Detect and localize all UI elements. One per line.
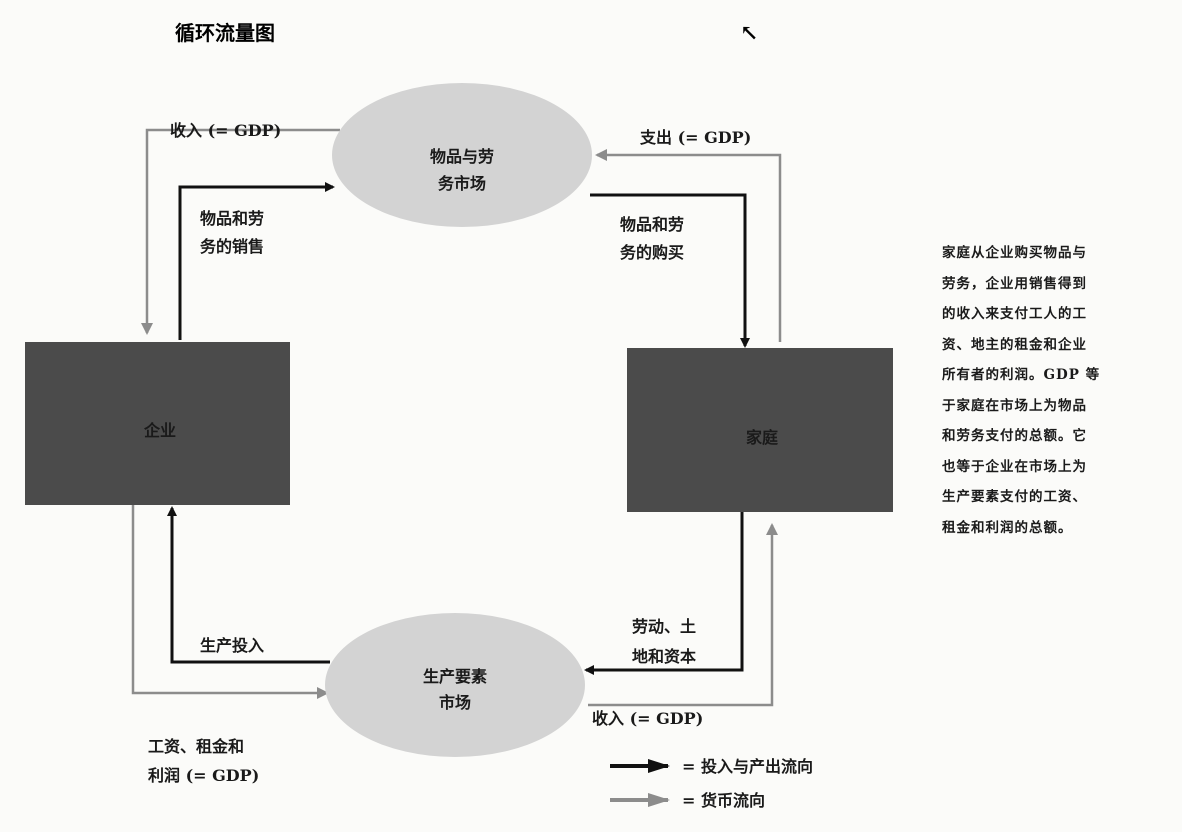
label-goods-bought-2: 务的购买 <box>620 243 684 262</box>
label-wages-1: 工资、租金和 <box>148 737 244 756</box>
label-factors-2: 地和资本 <box>632 647 696 666</box>
goods-services-market: 物品与劳 务市场 <box>332 83 592 227</box>
firms-box: 企业 <box>25 342 290 505</box>
svg-text:市场: 市场 <box>439 693 471 712</box>
label-wages-2: 利润 (= GDP) <box>148 766 259 785</box>
legend-money-flow: = 货币流向 <box>682 791 765 810</box>
money-arrow-revenue <box>141 128 340 335</box>
label-goods-bought-1: 物品和劳 <box>620 215 684 234</box>
goods-arrow-bought <box>590 193 750 348</box>
legend: = 投入与产出流向 = 货币流向 <box>610 757 813 810</box>
diagram-title: 循环流量图 <box>175 21 275 45</box>
goods-arrow-inputs <box>167 506 330 664</box>
label-revenue: 收入 (= GDP) <box>170 121 281 140</box>
description-text: 家庭从企业购买物品与 劳务，企业用销售得到 的收入来支付工人的工 资、地主的租金… <box>942 245 1101 536</box>
money-arrow-wages <box>131 505 329 699</box>
label-inputs: 生产投入 <box>200 636 264 655</box>
svg-text:务市场: 务市场 <box>438 174 486 193</box>
money-arrow-income <box>588 523 778 707</box>
svg-text:生产要素: 生产要素 <box>423 667 487 686</box>
label-goods-sold-2: 务的销售 <box>200 237 264 256</box>
money-arrow-spending <box>595 149 782 342</box>
label-spending: 支出 (= GDP) <box>639 128 751 147</box>
cursor-mark-icon: ↖ <box>740 20 758 46</box>
svg-text:企业: 企业 <box>143 421 176 440</box>
legend-goods-flow: = 投入与产出流向 <box>682 757 813 776</box>
svg-text:物品与劳: 物品与劳 <box>430 147 494 166</box>
label-factors-1: 劳动、土 <box>632 617 696 636</box>
label-income: 收入 (= GDP) <box>592 709 703 728</box>
factor-market: 生产要素 市场 <box>325 613 585 757</box>
households-box: 家庭 <box>627 348 893 512</box>
goods-arrow-sold <box>178 182 335 340</box>
goods-arrow-factors <box>584 512 744 675</box>
svg-text:家庭: 家庭 <box>746 428 778 447</box>
label-goods-sold-1: 物品和劳 <box>200 209 264 228</box>
